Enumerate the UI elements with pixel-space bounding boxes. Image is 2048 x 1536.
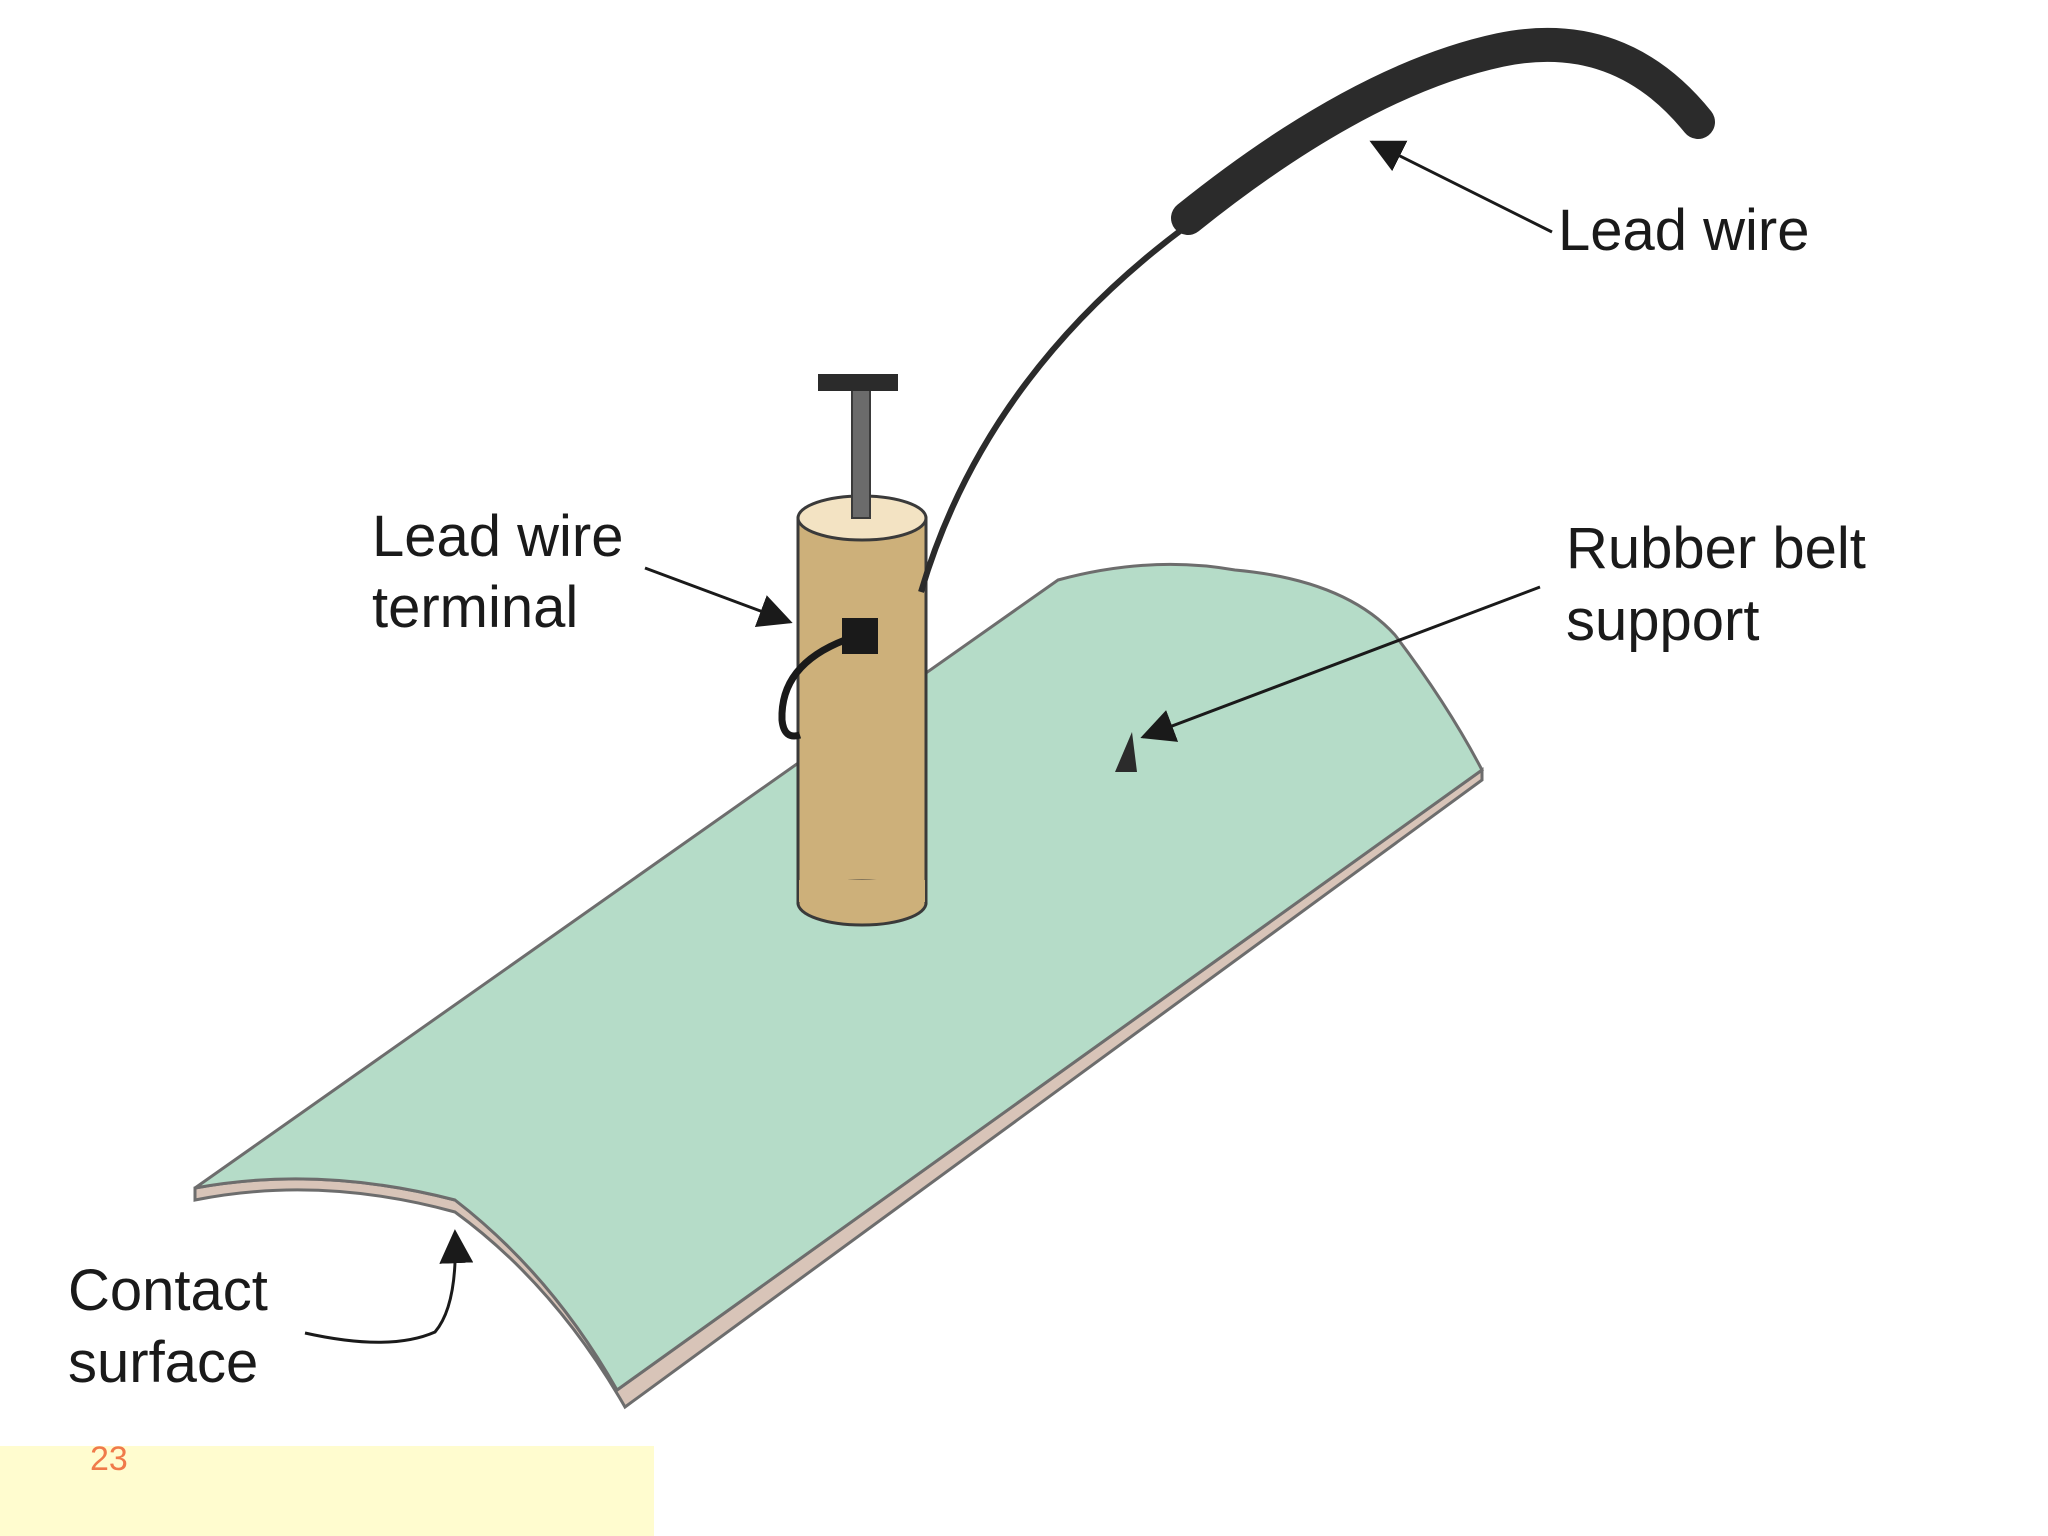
label-contact-surface-line1: Contact xyxy=(68,1258,268,1323)
rubber-belt xyxy=(194,562,1484,1393)
page-number: 23 xyxy=(90,1440,128,1478)
terminal-arrow xyxy=(644,566,793,628)
lead-wire-insulated xyxy=(1171,27,1715,235)
belt-support-tab xyxy=(1115,732,1137,772)
rubber-belt-support-arrow xyxy=(1140,585,1541,742)
label-contact-surface-line2: surface xyxy=(68,1330,258,1395)
label-lead-wire-terminal-line2: terminal xyxy=(372,575,578,640)
lead-wire-arrow xyxy=(1369,140,1553,234)
label-rubber-belt-support-line2: support xyxy=(1566,588,1759,653)
lead-wire-terminal-cylinder xyxy=(796,494,928,927)
terminal-loop-wire xyxy=(778,636,847,740)
lead-wire-thin xyxy=(918,222,1190,593)
label-rubber-belt-support-line1: Rubber belt xyxy=(1566,516,1866,581)
footer-band xyxy=(0,1446,654,1536)
terminal-connector xyxy=(842,618,878,654)
label-lead-wire-terminal-line1: Lead wire xyxy=(372,504,623,569)
terminal-pin xyxy=(851,379,871,519)
terminal-pin-head xyxy=(818,374,898,391)
label-lead-wire: Lead wire xyxy=(1558,198,1809,263)
contact-surface-arrow xyxy=(304,1229,474,1344)
